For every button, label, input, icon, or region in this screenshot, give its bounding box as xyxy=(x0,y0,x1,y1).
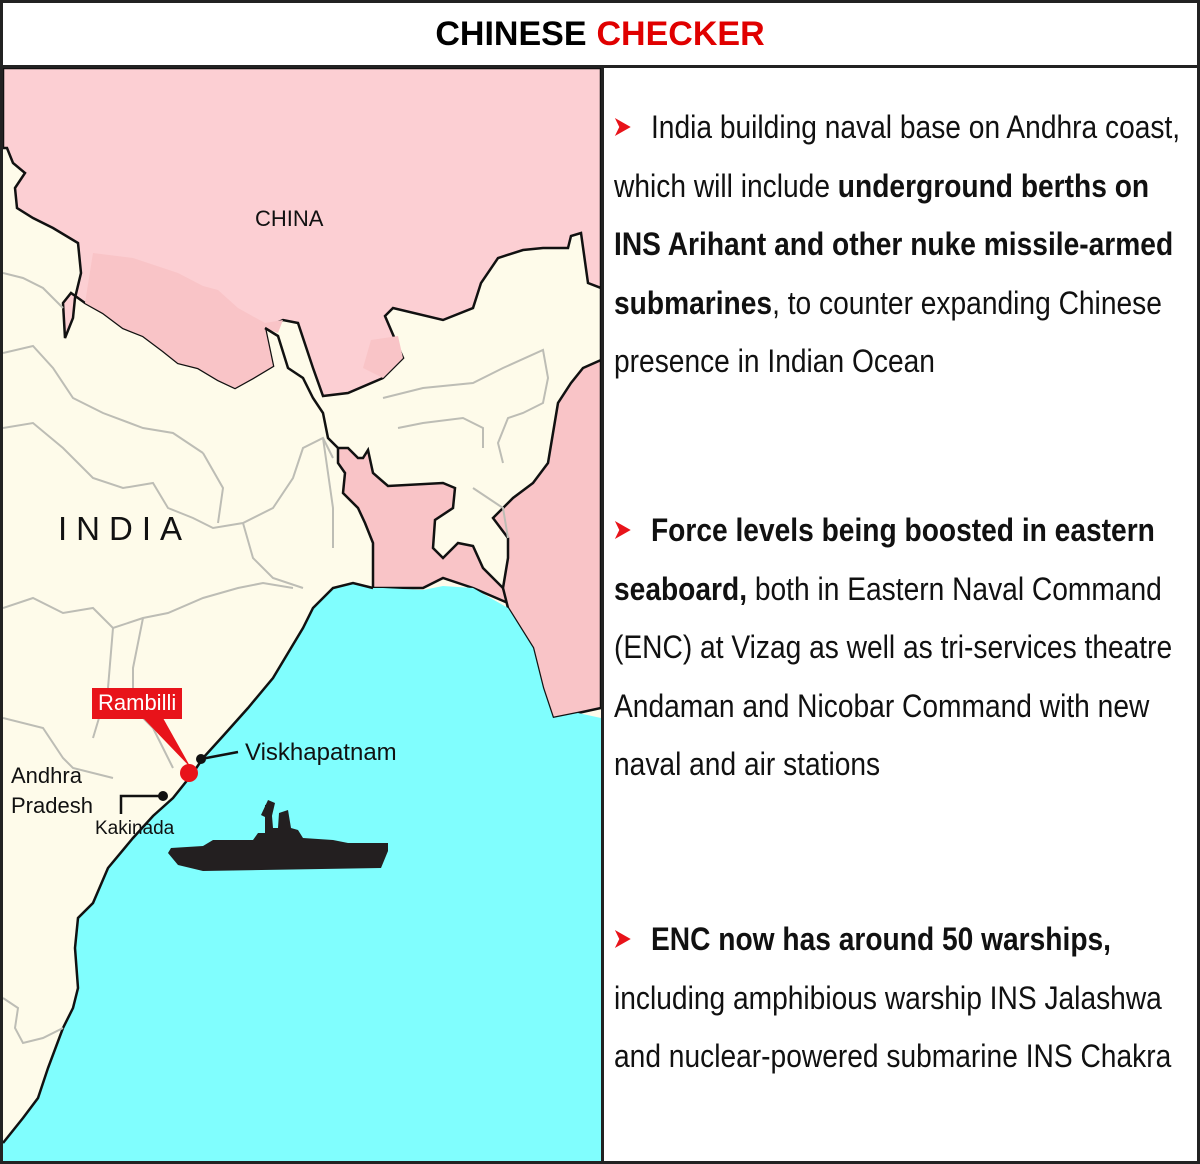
red-arrowhead-icon xyxy=(614,929,631,948)
warship-mast-icon xyxy=(261,800,275,820)
label-visakhapatnam: Viskhapatnam xyxy=(245,739,397,766)
label-rambilli: Rambilli xyxy=(92,688,183,719)
kakinada-leader xyxy=(119,794,163,814)
bangladesh-region xyxy=(336,446,511,606)
rambilli-pointer xyxy=(143,718,191,768)
map-graphic xyxy=(3,68,601,1161)
label-andhra: Andhra xyxy=(11,763,82,788)
bhutan-region xyxy=(363,336,403,378)
rambilli-marker-icon xyxy=(180,764,198,782)
bullet-2-text: both in Eastern Naval Command (ENC) at V… xyxy=(614,570,1173,783)
bullet-1-text-bold: underground berths on INS Arihant and ot… xyxy=(614,167,1174,321)
bullet-3-text-bold: ENC now has around 50 warships, xyxy=(650,921,1112,957)
red-arrowhead-icon xyxy=(614,117,631,136)
bullet-3-text: including amphibious warship INS Jalashw… xyxy=(614,979,1172,1075)
map-panel: CHINA INDIA Andhra Pradesh Kakinada Visk… xyxy=(3,68,604,1161)
label-india: INDIA xyxy=(58,510,192,547)
title-part-1: CHINESE xyxy=(435,14,587,53)
red-arrowhead-icon xyxy=(614,520,631,539)
bullet-1-text-b: , to counter expanding Chinese presence … xyxy=(614,284,1162,380)
visakhapatnam-leader xyxy=(200,750,239,761)
label-kakinada: Kakinada xyxy=(95,818,175,839)
label-china: CHINA xyxy=(255,206,324,231)
title-part-2: CHECKER xyxy=(596,14,765,53)
bullet-2-text-bold: Force levels being boosted in eastern se… xyxy=(614,512,1155,607)
title-bar: CHINESE CHECKER xyxy=(3,3,1197,68)
bullet-1-text-a: India building naval base on Andhra coas… xyxy=(614,109,1181,204)
bullet-enc-warships: ENC now has around 50 warships, includin… xyxy=(614,910,1195,1086)
nepal-region xyxy=(85,253,283,388)
bullet-naval-base: India building naval base on Andhra coas… xyxy=(614,98,1195,391)
text-panel: India building naval base on Andhra coas… xyxy=(604,68,1197,1161)
india-border xyxy=(264,326,339,449)
bullet-force-levels: Force levels being boosted in eastern se… xyxy=(614,501,1195,794)
label-pradesh: Pradesh xyxy=(11,793,93,818)
label-andhra-pradesh: Andhra Pradesh xyxy=(11,761,93,821)
bay-of-bengal xyxy=(3,583,601,1161)
warship-icon xyxy=(168,804,388,871)
